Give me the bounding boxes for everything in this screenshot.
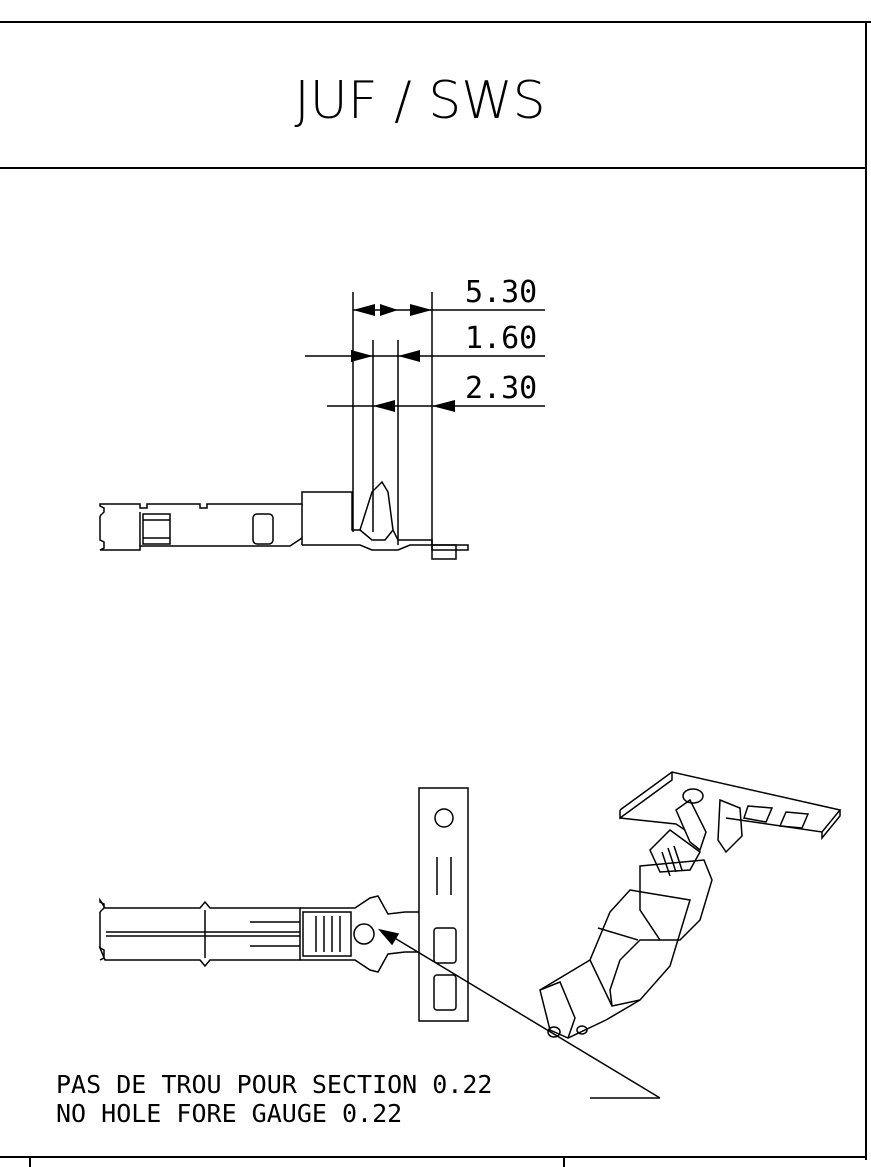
dimension-label-3: 2.30 (465, 371, 537, 406)
terminal-side-view (99, 480, 469, 560)
terminal-top-view (98, 787, 661, 1099)
sheet-frame (0, 21, 871, 1167)
note-line-1: PAS DE TROU POUR SECTION 0.22 (56, 1070, 493, 1099)
dimension-lines (305, 292, 545, 545)
terminal-isometric-view (539, 771, 842, 1039)
dimension-label-1: 5.30 (465, 275, 537, 310)
note-line-2: NO HOLE FORE GAUGE 0.22 (56, 1099, 402, 1128)
drawing-title: JUF / SWS (294, 71, 545, 131)
dimension-label-2: 1.60 (465, 321, 537, 356)
